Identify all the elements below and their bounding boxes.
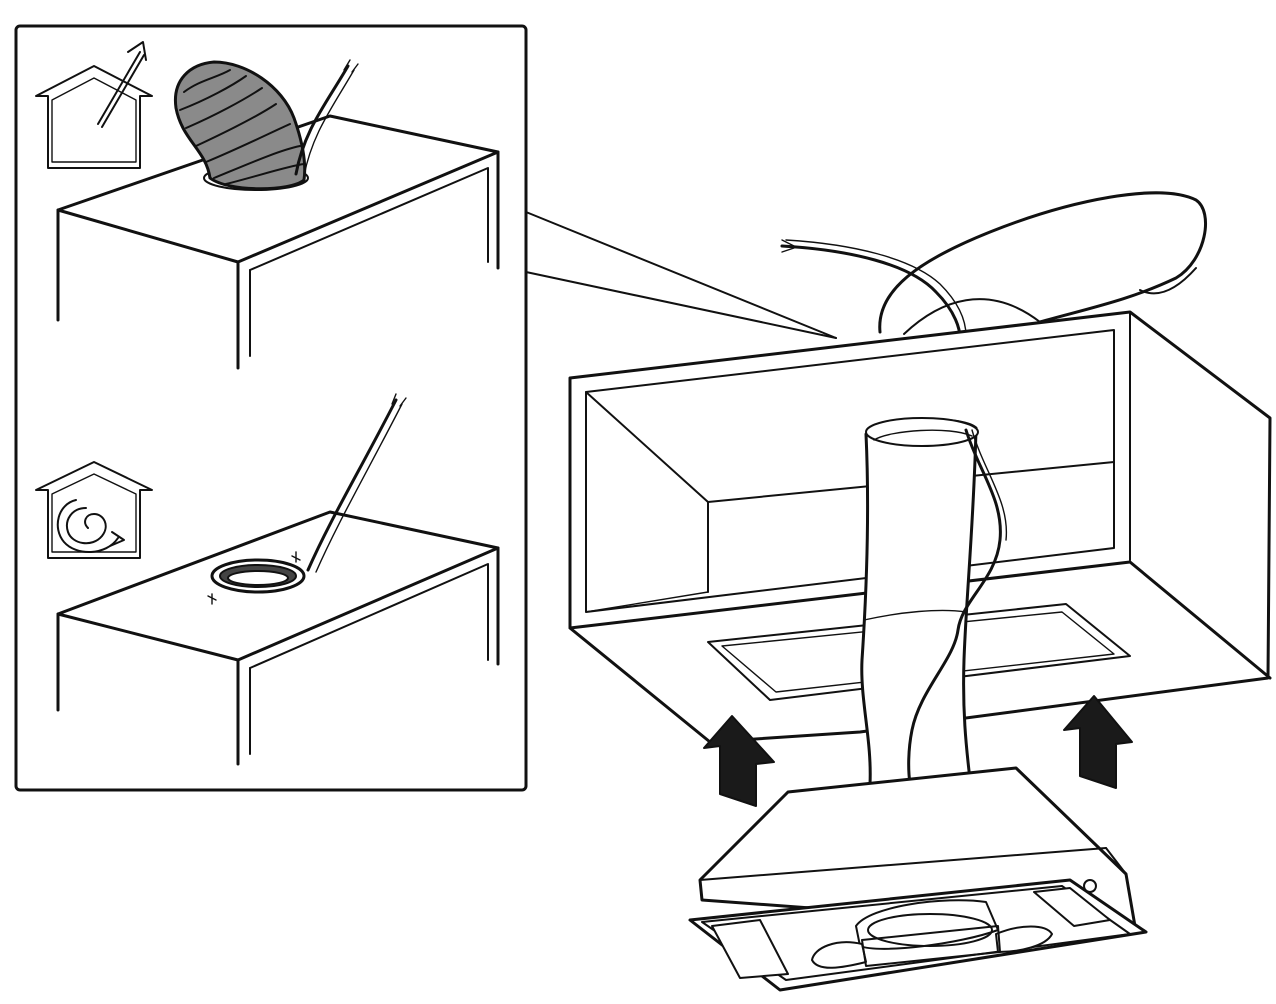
flexible-duct	[173, 60, 307, 191]
power-cable-bottom	[306, 393, 407, 573]
callout-lines	[525, 211, 837, 339]
house-recirculation-spiral-icon	[35, 461, 153, 559]
recirculation-variant	[35, 393, 500, 766]
house-extraction-arrow-icon	[35, 41, 153, 169]
vertical-duct	[860, 417, 979, 786]
lift-arrow-left-icon	[703, 715, 775, 807]
top-cable	[780, 239, 967, 340]
top-duct-loop	[878, 191, 1208, 335]
detail-inset-panel	[14, 24, 837, 792]
main-installation-view	[568, 191, 1272, 992]
cutout-hole	[207, 551, 306, 605]
cooker-hood-unit	[688, 766, 1148, 992]
lift-arrow-right-icon	[1063, 695, 1133, 789]
hood-power-cable	[907, 428, 1008, 786]
extraction-variant	[35, 41, 500, 370]
power-cable-top	[294, 59, 359, 177]
